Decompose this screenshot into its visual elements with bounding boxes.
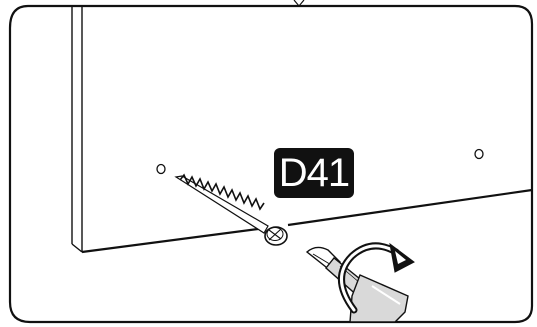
screw-icon xyxy=(174,173,288,246)
step-label-badge: D41 xyxy=(274,148,354,198)
clockwise-rotation-arrow-icon xyxy=(338,242,415,314)
pre-drilled-hole-icon xyxy=(156,163,166,175)
pre-drilled-hole-icon xyxy=(474,148,484,160)
panel xyxy=(71,7,533,254)
frame xyxy=(8,4,534,324)
